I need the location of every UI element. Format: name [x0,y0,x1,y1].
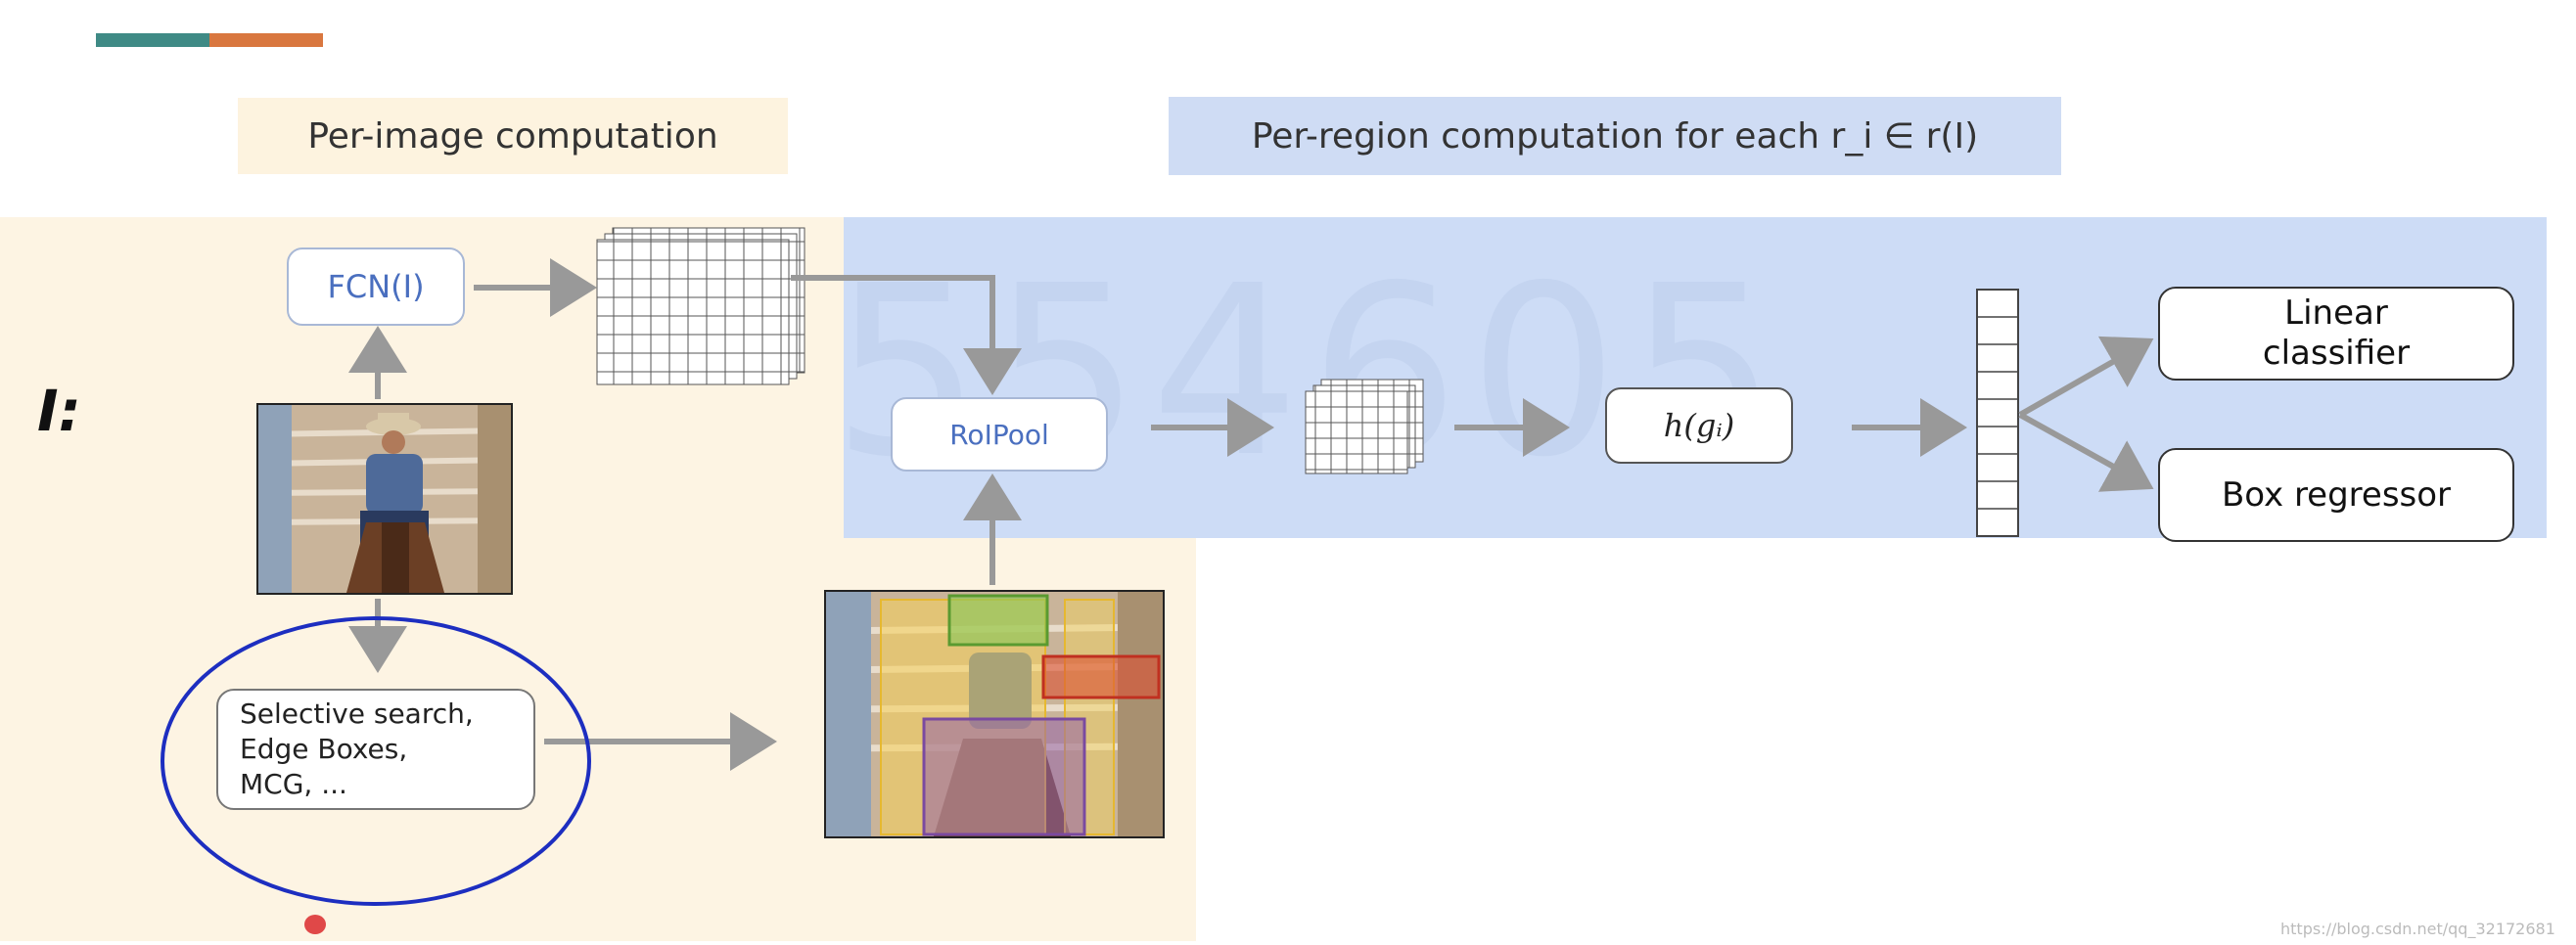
arrow-vector-to-regressor [2018,412,2154,492]
accent-orange-segment [209,33,323,47]
source-url: https://blog.csdn.net/qq_32172681 [2280,920,2555,938]
red-dot-marker [304,915,326,934]
input-label: I: [37,378,81,444]
region-proposals-picture [826,592,1163,836]
input-image-picture [258,405,511,593]
pooled-feature-map-stack [1305,379,1424,474]
feature-map-stack [596,227,805,385]
accent-bar [96,33,323,47]
fcn-node: FCN(I) [287,248,465,326]
arrows [348,258,2154,771]
highlight-ellipse [161,616,591,906]
proposal-methods-node: Selective search, Edge Boxes, MCG, ... [216,689,535,810]
accent-teal-segment [96,33,209,47]
region-proposals-image [824,590,1165,838]
h-function-node: h(gᵢ) [1605,387,1793,464]
per-region-label: Per-region computation for each r_i ∈ r(… [1169,97,2061,175]
arrow-featuremap-to-roipool [791,275,1022,395]
arrow-vector-to-classifier [2018,336,2154,418]
box-regressor-node: Box regressor [2158,448,2514,542]
per-image-label: Per-image computation [238,98,788,174]
feature-vector [1976,289,2019,537]
input-image [256,403,513,595]
roipool-node: RoIPool [891,397,1108,472]
linear-classifier-node: Linear classifier [2158,287,2514,381]
